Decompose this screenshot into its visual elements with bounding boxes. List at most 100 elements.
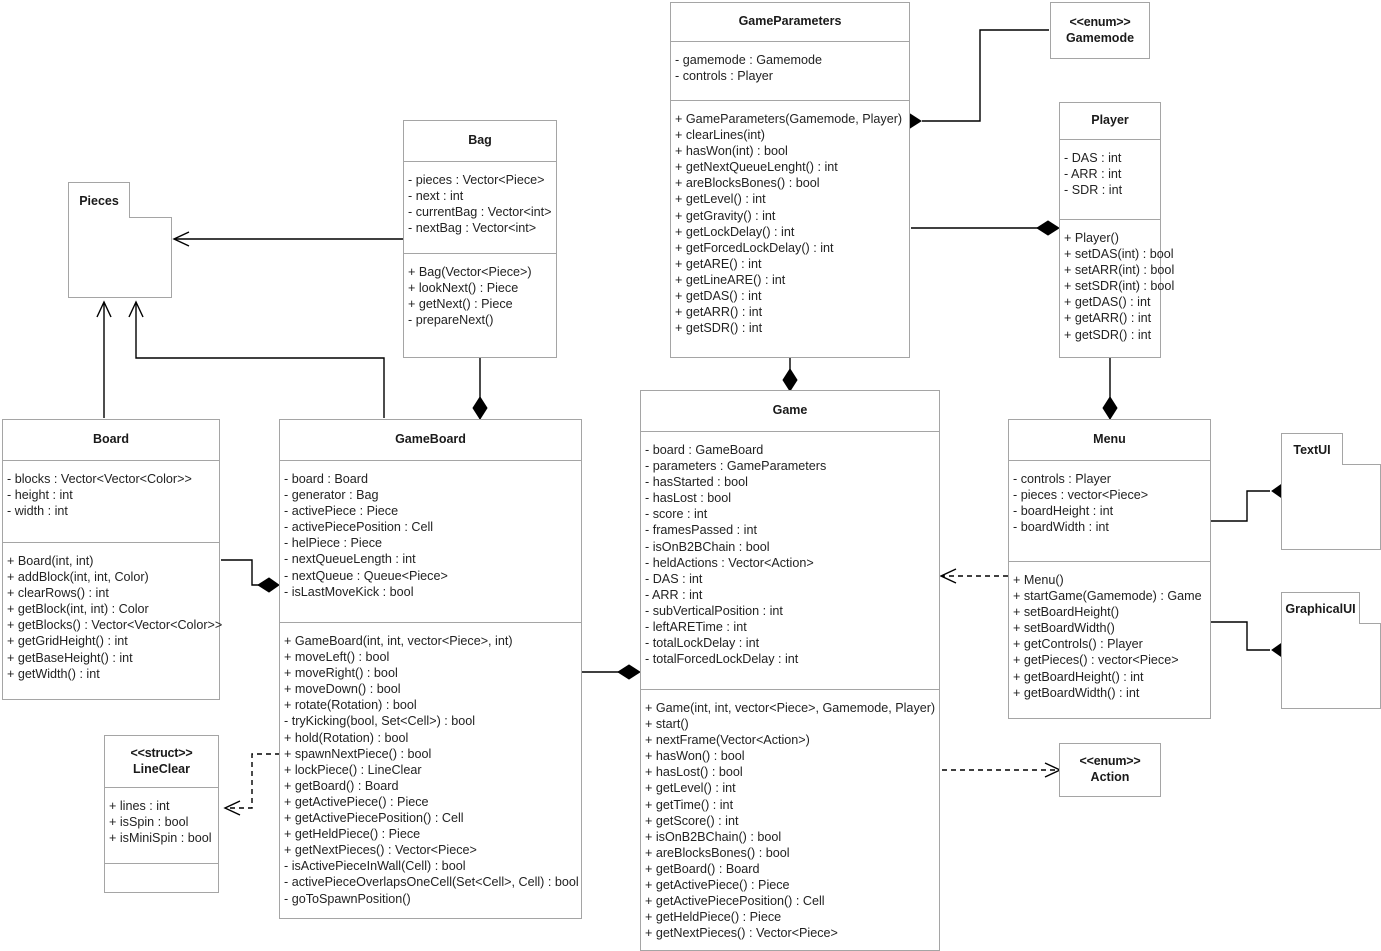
- attribute-row: - generator : Bag: [284, 488, 379, 503]
- attribute-row: - totalLockDelay : int: [645, 636, 760, 651]
- connector-menu-to-game: [939, 568, 1008, 584]
- attribute-row: - boardHeight : int: [1013, 504, 1114, 519]
- attribute-row: - nextQueueLength : int: [284, 552, 416, 567]
- class-name-player: Player: [1091, 113, 1129, 128]
- method-row: + getActivePiece() : Piece: [645, 878, 790, 893]
- attribute-row: - width : int: [7, 504, 68, 519]
- attribute-row: - DAS : int: [645, 571, 703, 586]
- attribute-row: - SDR : int: [1064, 183, 1123, 198]
- attribute-row: - height : int: [7, 488, 73, 503]
- package-textui-tab-label: TextUI: [1281, 433, 1343, 465]
- method-row: + getActivePiece() : Piece: [284, 794, 429, 809]
- method-row: + getPieces() : vector<Piece>: [1013, 653, 1179, 668]
- method-row: + getGridHeight() : int: [7, 634, 128, 649]
- method-row: + GameParameters(Gamemode, Player): [675, 112, 903, 126]
- attribute-row: + lines : int: [109, 799, 170, 813]
- attribute-row: - gamemode : Gamemode: [675, 53, 822, 67]
- method-row: + getLockDelay() : int: [675, 224, 795, 239]
- attribute-row: - parameters : GameParameters: [645, 459, 827, 474]
- method-row: + getSDR() : int: [675, 321, 763, 336]
- method-row: + getForcedLockDelay() : int: [675, 240, 834, 255]
- class-box-board[interactable]: Board - blocks : Vector<Vector<Color>> -…: [2, 419, 222, 700]
- attribute-row: - nextBag : Vector<int>: [408, 221, 537, 236]
- method-row: + setSDR(int) : bool: [1064, 279, 1175, 294]
- attribute-row: - currentBag : Vector<int>: [408, 205, 552, 220]
- connector-gameboard-to-pieces: [128, 300, 385, 418]
- attributes-gameboard: - board : Board - generator : Bag - acti…: [280, 461, 581, 623]
- package-textui[interactable]: TextUI: [1281, 433, 1381, 550]
- method-row: + Bag(Vector<Piece>): [408, 265, 532, 279]
- attribute-row: - ARR : int: [1064, 167, 1122, 182]
- package-graphicalui[interactable]: GraphicalUI: [1281, 592, 1381, 709]
- method-row: + areBlocksBones() : bool: [645, 845, 790, 860]
- attribute-row: - hasStarted : bool: [645, 475, 748, 490]
- methods-gameparameters: + GameParameters(Gamemode, Player) + cle…: [671, 101, 909, 357]
- attribute-row: - blocks : Vector<Vector<Color>>: [7, 472, 192, 486]
- connector-player-to-menu: [1102, 358, 1118, 420]
- attribute-row: - board : GameBoard: [645, 443, 764, 457]
- method-row: + getTime() : int: [645, 797, 734, 812]
- method-row: + setBoardHeight(): [1013, 605, 1120, 620]
- method-row: + areBlocksBones() : bool: [675, 176, 820, 191]
- attributes-player: - DAS : int - ARR : int - SDR : int: [1060, 140, 1160, 220]
- method-row: + hold(Rotation) : bool: [284, 730, 409, 745]
- class-box-menu[interactable]: Menu - controls : Player - pieces : vect…: [1008, 419, 1211, 719]
- class-title-gamemode: <<enum>> Gamemode: [1051, 3, 1149, 58]
- attribute-row: - framesPassed : int: [645, 523, 757, 538]
- method-row: + getWidth() : int: [7, 666, 100, 681]
- method-row: + start(): [645, 717, 689, 732]
- attribute-row: - isOnB2BChain : bool: [645, 539, 770, 554]
- class-box-lineclear[interactable]: <<struct>> LineClear + lines : int + isS…: [104, 735, 219, 893]
- methods-game: + Game(int, int, vector<Piece>, Gamemode…: [641, 690, 939, 951]
- class-box-action[interactable]: <<enum>> Action: [1059, 743, 1161, 797]
- method-row: - prepareNext(): [408, 313, 494, 328]
- method-row: + setBoardWidth(): [1013, 621, 1115, 636]
- attribute-row: - hasLost : bool: [645, 491, 732, 506]
- method-row: + getGravity() : int: [675, 208, 776, 223]
- method-row: + getActivePiecePosition() : Cell: [284, 811, 464, 826]
- method-row: + clearRows() : int: [7, 586, 109, 601]
- attribute-row: - pieces : vector<Piece>: [1013, 488, 1149, 503]
- method-row: + setARR(int) : bool: [1064, 263, 1175, 278]
- method-row: + getARE() : int: [675, 256, 762, 271]
- method-row: + clearLines(int): [675, 128, 765, 143]
- attribute-row: - next : int: [408, 189, 464, 204]
- method-row: + getNext() : Piece: [408, 297, 513, 312]
- method-row: + getLevel() : int: [645, 781, 736, 796]
- attributes-board: - blocks : Vector<Vector<Color>> - heigh…: [3, 461, 219, 543]
- attribute-row: - leftARETime : int: [645, 620, 747, 635]
- attribute-row: - activePiece : Piece: [284, 504, 399, 519]
- method-row: - isActivePieceInWall(Cell) : bool: [284, 859, 466, 874]
- method-row: + getNextPieces() : Vector<Piece>: [284, 843, 477, 858]
- package-graphicalui-body: [1281, 623, 1381, 709]
- class-box-player[interactable]: Player - DAS : int - ARR : int - SDR : i…: [1059, 102, 1175, 358]
- attribute-row: + isSpin : bool: [109, 815, 189, 830]
- class-box-game[interactable]: Game - board : GameBoard - parameters : …: [640, 390, 940, 951]
- package-graphicalui-tab-label: GraphicalUI: [1281, 592, 1360, 624]
- attribute-row: - board : Board: [284, 472, 369, 486]
- method-row: + getBlock(int, int) : Color: [7, 602, 149, 617]
- method-row: + getARR() : int: [1064, 311, 1152, 326]
- class-box-gameparameters[interactable]: GameParameters - gamemode : Gamemode - c…: [670, 2, 910, 358]
- class-box-bag[interactable]: Bag - pieces : Vector<Piece> - next : in…: [403, 120, 557, 358]
- package-pieces[interactable]: Pieces: [68, 182, 172, 298]
- method-row: + hasWon() : bool: [645, 749, 745, 764]
- class-box-gameboard[interactable]: GameBoard - board : Board - generator : …: [279, 419, 582, 919]
- method-row: + addBlock(int, int, Color): [7, 570, 149, 585]
- class-box-gamemode[interactable]: <<enum>> Gamemode: [1050, 2, 1150, 59]
- attribute-row: - controls : Player: [675, 69, 773, 84]
- class-name-lineclear: LineClear: [133, 761, 190, 776]
- attributes-game: - board : GameBoard - parameters : GameP…: [641, 432, 939, 690]
- attribute-row: - pieces : Vector<Piece>: [408, 173, 545, 187]
- attribute-row: - nextQueue : Queue<Piece>: [284, 568, 448, 583]
- attributes-lineclear: + lines : int + isSpin : bool + isMiniSp…: [105, 788, 218, 864]
- attribute-row: - ARR : int: [645, 587, 703, 602]
- attribute-row: - boardWidth : int: [1013, 520, 1109, 535]
- method-row: + getARR() : int: [675, 305, 763, 320]
- stereotype-struct-lineclear: <<struct>>: [130, 745, 193, 760]
- method-row: - tryKicking(bool, Set<Cell>) : bool: [284, 714, 476, 729]
- class-title-lineclear: <<struct>> LineClear: [105, 736, 218, 788]
- method-row: + moveLeft() : bool: [284, 650, 390, 665]
- connector-bag-to-pieces: [172, 231, 404, 247]
